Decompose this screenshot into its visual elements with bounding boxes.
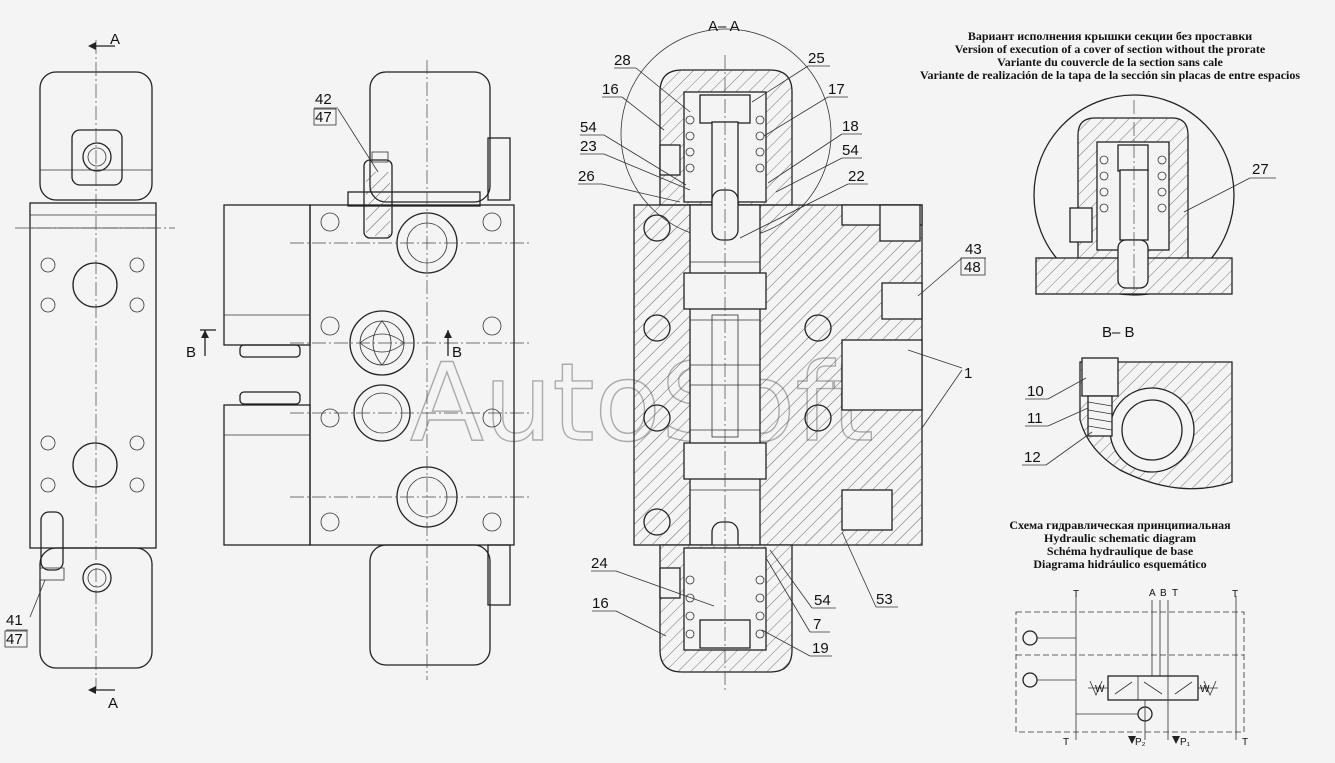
section-a-a-title: A– A (708, 18, 740, 35)
callout-10: 10 (1027, 383, 1044, 400)
schematic-title-es: Diagrama hidráulico esquemático (1033, 557, 1206, 571)
callout-28: 28 (614, 52, 631, 69)
callout-54-top: 54 (580, 119, 597, 136)
port-t-top-left: T (1073, 589, 1079, 600)
callout-24: 24 (591, 555, 608, 572)
port-t-bottom-right: T (1242, 737, 1248, 748)
port-t-top-mid: T (1172, 588, 1178, 599)
callout-47-top: 47 (315, 109, 332, 126)
callout-11: 11 (1027, 410, 1043, 427)
callout-19: 19 (812, 640, 829, 657)
callout-18: 18 (842, 118, 859, 135)
schematic-title-fr: Schéma hydraulique de base (1047, 544, 1194, 558)
callout-22: 22 (848, 168, 865, 185)
solenoid-w-left: W (1095, 684, 1105, 695)
port-p1: P₁ (1180, 737, 1191, 748)
callout-23: 23 (580, 138, 597, 155)
front-view: B B 42 47 (186, 60, 530, 680)
hydraulic-schematic: W W T A B T T T P₂ P₁ T (1015, 588, 1248, 748)
callout-16-bottom: 16 (592, 595, 609, 612)
port-p2: P₂ (1135, 737, 1146, 748)
port-t-top-right: T (1232, 589, 1238, 600)
schematic-title: Схема гидравлическая принципиальная Hydr… (1009, 518, 1231, 571)
callout-54-bottom: 54 (814, 592, 831, 609)
callout-42: 42 (315, 91, 332, 108)
port-t-bottom-left: T (1063, 737, 1069, 748)
callout-41: 41 (6, 612, 23, 629)
schematic-title-en: Hydraulic schematic diagram (1044, 531, 1196, 545)
variant-title: Вариант исполнения крышки секции без про… (920, 29, 1300, 82)
schematic-title-ru: Схема гидравлическая принципиальная (1009, 518, 1231, 532)
callout-16-top: 16 (602, 81, 619, 98)
section-a-a-view: A– A (578, 18, 986, 690)
side-view: A A 41 47 (4, 31, 175, 712)
variant-detail-view: 27 (1033, 94, 1276, 296)
section-a-top-label: A (110, 31, 120, 48)
port-a: A (1149, 588, 1156, 599)
callout-47-left: 47 (6, 631, 23, 648)
callout-48: 48 (964, 259, 981, 276)
section-b-right-label: B (452, 344, 462, 361)
section-a-bottom-label: A (108, 695, 118, 712)
callout-1: 1 (964, 365, 972, 382)
variant-title-es: Variante de realización de la tapa de la… (920, 68, 1300, 82)
callout-53: 53 (876, 591, 893, 608)
port-b: B (1160, 588, 1167, 599)
callout-54-right: 54 (842, 142, 859, 159)
section-b-b-title: B– B (1102, 324, 1135, 341)
callout-27: 27 (1252, 161, 1269, 178)
callout-12: 12 (1024, 449, 1041, 466)
variant-title-ru: Вариант исполнения крышки секции без про… (968, 29, 1252, 43)
variant-title-fr: Variante du couvercle de la section sans… (997, 55, 1223, 69)
callout-25: 25 (808, 50, 825, 67)
callout-26: 26 (578, 168, 595, 185)
callout-43: 43 (965, 241, 982, 258)
callout-7: 7 (813, 616, 821, 633)
variant-title-en: Version of execution of a cover of secti… (955, 42, 1266, 56)
section-b-b-view: B– B 10 11 12 (1022, 324, 1233, 490)
solenoid-w-right: W (1200, 684, 1210, 695)
callout-17: 17 (828, 81, 845, 98)
section-b-left-label: B (186, 344, 196, 361)
